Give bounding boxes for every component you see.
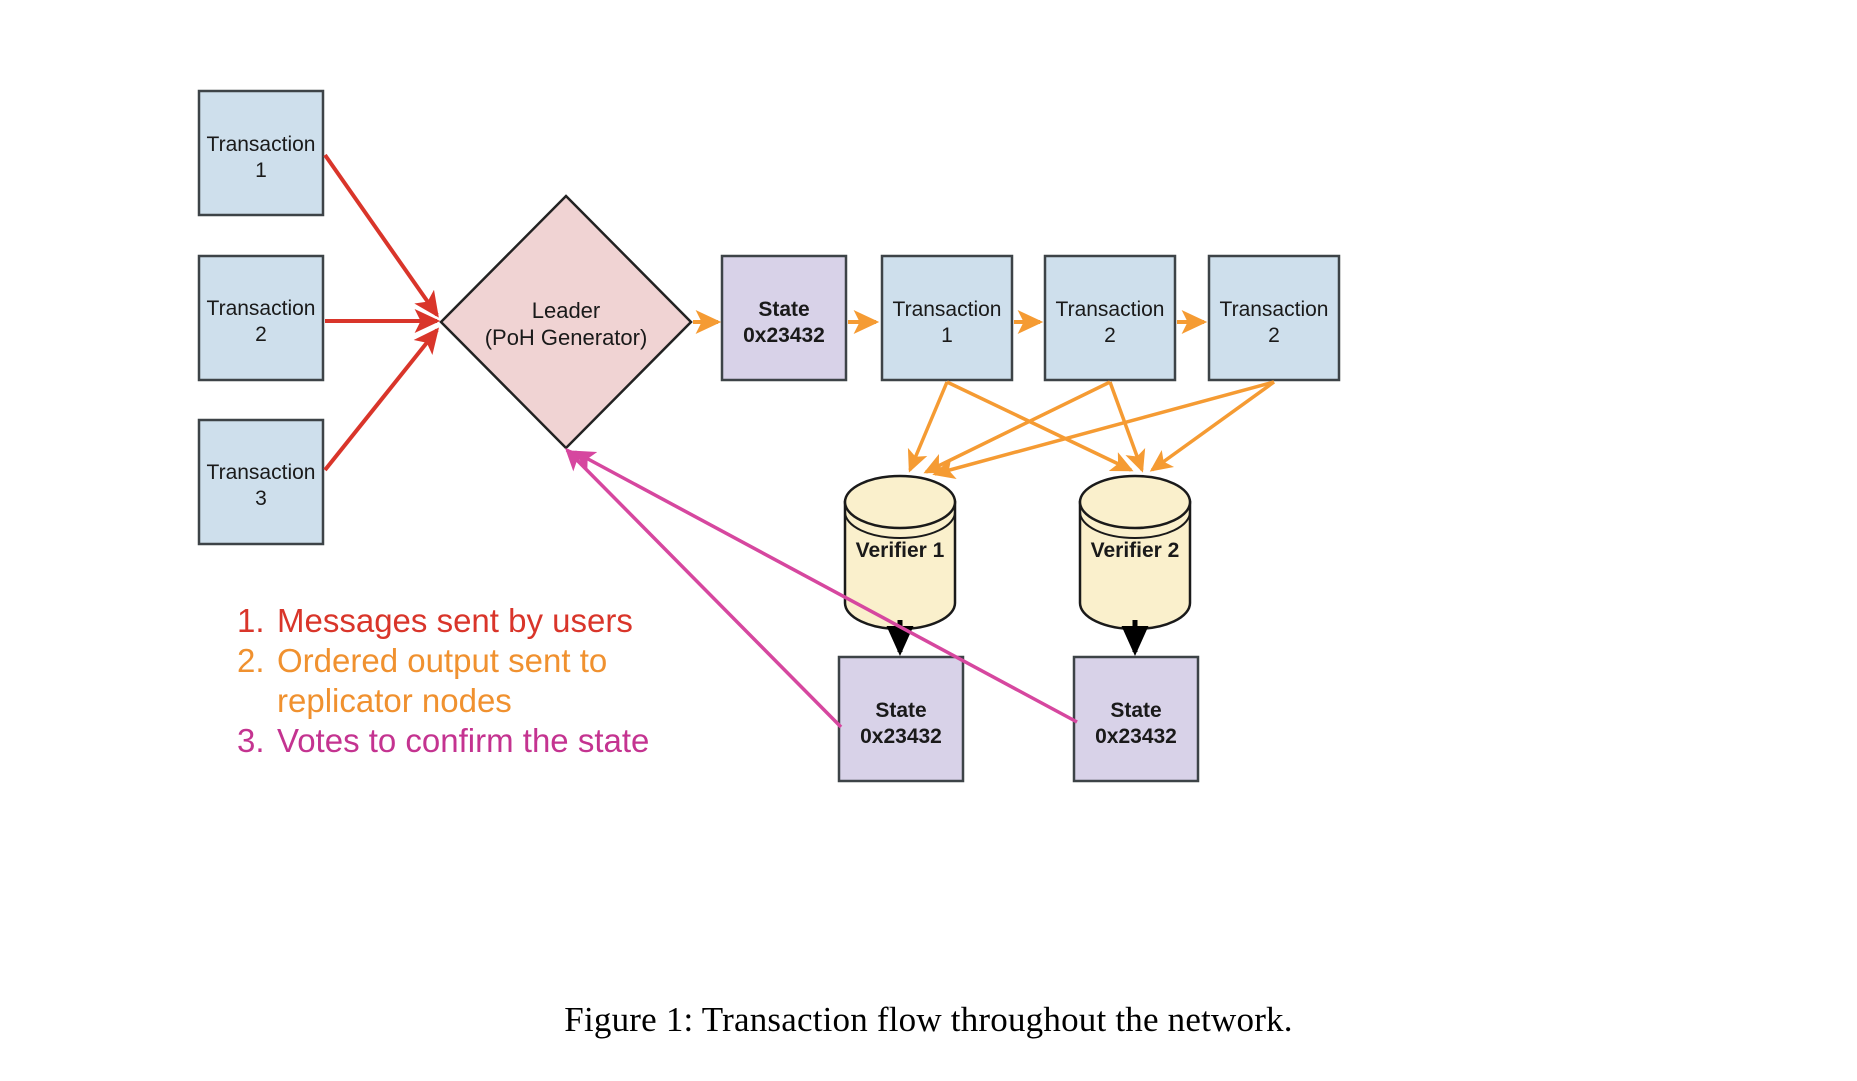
legend-item-2-number: 2. <box>237 642 265 679</box>
ledger-transaction-3-number: 2 <box>1268 324 1280 347</box>
verifier-1-state-title: State <box>875 699 926 722</box>
ledger-transaction-3[interactable]: Transaction 2 <box>1207 254 1341 382</box>
verifier-2-state-title: State <box>1110 699 1161 722</box>
arrow-tx1-to-verifier2 <box>946 380 1134 472</box>
input-transaction-1-title: Transaction <box>207 133 316 156</box>
arrow-tx3-to-verifier1 <box>932 380 1275 479</box>
legend-item-3-number: 3. <box>237 722 265 759</box>
input-transaction-2-number: 2 <box>255 323 267 346</box>
leader-label-line2: (PoH Generator) <box>485 325 648 350</box>
input-transaction-1-number: 1 <box>255 159 267 182</box>
input-transaction-3[interactable]: Transaction 3 <box>197 418 325 546</box>
legend-item-2-text-line2: replicator nodes <box>277 682 512 719</box>
verifier-2-node[interactable]: Verifier 2 <box>1078 474 1192 631</box>
figure-caption: Figure 1: Transaction flow throughout th… <box>564 1000 1293 1039</box>
ledger-state-title: State <box>758 298 809 321</box>
arrow-tx2-to-verifier1 <box>923 380 1111 474</box>
verifier-1-node[interactable]: Verifier 1 <box>843 474 957 631</box>
leader-node[interactable]: Leader (PoH Generator) <box>439 194 693 450</box>
ledger-transaction-1[interactable]: Transaction 1 <box>880 254 1014 382</box>
arrow-user-tx3-to-leader <box>323 327 439 472</box>
legend-item-1-text: Messages sent by users <box>277 602 633 639</box>
verifier-2-state-number: 0x23432 <box>1095 725 1177 748</box>
ledger-transaction-1-number: 1 <box>941 324 953 347</box>
ledger-transaction-3-title: Transaction <box>1220 298 1329 321</box>
ledger-transaction-2-title: Transaction <box>1056 298 1165 321</box>
verifier-1-label: Verifier 1 <box>856 539 945 562</box>
arrow-vote-state1-to-leader <box>565 448 843 729</box>
input-transaction-2-title: Transaction <box>207 297 316 320</box>
legend-item-2-text: Ordered output sent to <box>277 642 607 679</box>
input-transaction-3-number: 3 <box>255 487 267 510</box>
verifier-2-state-block[interactable]: State 0x23432 <box>1072 655 1200 783</box>
ledger-state-number: 0x23432 <box>743 324 825 347</box>
input-transaction-3-title: Transaction <box>207 461 316 484</box>
arrow-tx1-to-verifier1 <box>907 381 949 473</box>
verifier-2-label: Verifier 2 <box>1091 539 1180 562</box>
input-transaction-2[interactable]: Transaction 2 <box>197 254 325 382</box>
arrow-tx3-to-verifier2 <box>1149 380 1276 472</box>
ledger-transaction-1-title: Transaction <box>893 298 1002 321</box>
arrow-tx2-to-verifier2 <box>1108 381 1146 473</box>
verifier-1-state-block[interactable]: State 0x23432 <box>837 655 965 783</box>
legend-item-3-text: Votes to confirm the state <box>277 722 649 759</box>
ledger-transaction-2[interactable]: Transaction 2 <box>1043 254 1177 382</box>
leader-label-line1: Leader <box>532 298 601 323</box>
ledger-transaction-2-number: 2 <box>1104 324 1116 347</box>
arrow-user-tx1-to-leader <box>323 153 439 318</box>
legend-item-1-number: 1. <box>237 602 265 639</box>
ledger-state-block[interactable]: State 0x23432 <box>720 254 848 382</box>
legend: 1. Messages sent by users 2. Ordered out… <box>237 602 649 759</box>
arrow-vote-state2-to-leader <box>572 450 1078 724</box>
input-transaction-1[interactable]: Transaction 1 <box>197 89 325 217</box>
verifier-1-state-number: 0x23432 <box>860 725 942 748</box>
